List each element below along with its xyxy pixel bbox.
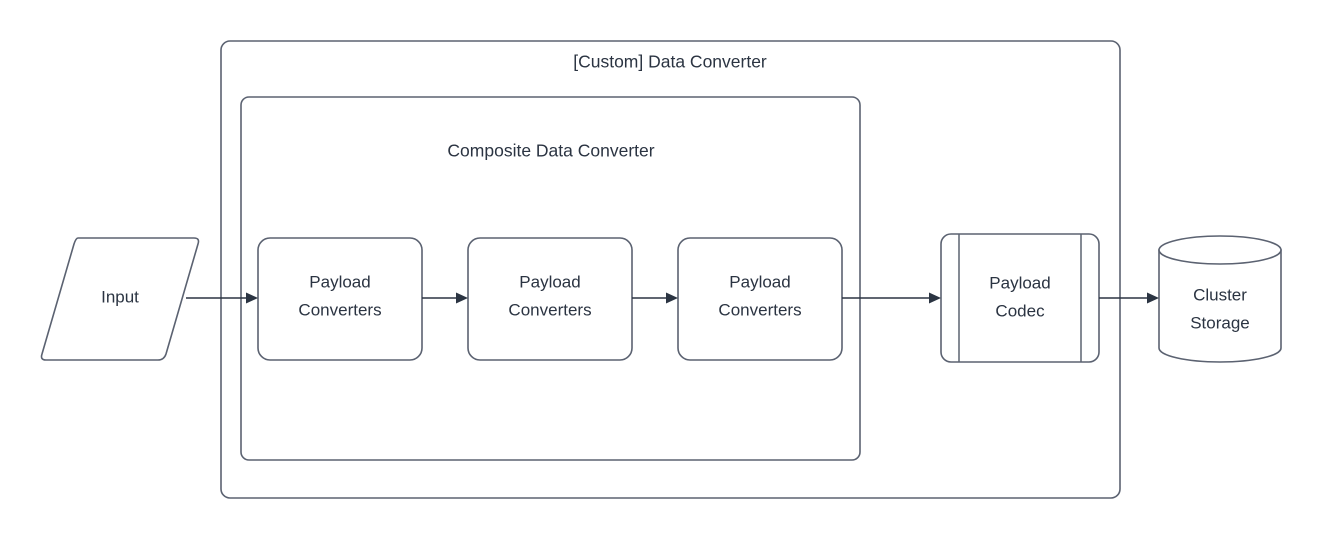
cluster-storage-label-line1: Cluster bbox=[1193, 285, 1247, 304]
composite-data-converter-title: Composite Data Converter bbox=[447, 141, 654, 161]
payload-converters-3-box bbox=[677, 237, 843, 361]
container-custom-data-converter[interactable]: [Custom] Data Converter bbox=[220, 40, 1121, 499]
payload-converters-1-box bbox=[257, 237, 423, 361]
payload-codec-label-line1: Payload bbox=[989, 273, 1050, 292]
node-payload-codec[interactable]: Payload Codec bbox=[940, 233, 1100, 363]
payload-codec-label-line2: Codec bbox=[995, 301, 1045, 320]
payload-converters-1-label-line2: Converters bbox=[298, 300, 381, 319]
edge-pc3-to-codec-arrowhead bbox=[929, 292, 941, 304]
node-input[interactable]: Input bbox=[40, 237, 200, 361]
composite-data-converter-border bbox=[240, 96, 861, 461]
edge-payload-converters-2-to-3[interactable] bbox=[632, 292, 678, 304]
node-cluster-storage[interactable]: Cluster Storage bbox=[1158, 235, 1282, 363]
payload-converters-3-label-line2: Converters bbox=[718, 300, 801, 319]
cluster-storage-label-line2: Storage bbox=[1190, 313, 1250, 332]
payload-converters-3-label-line1: Payload bbox=[729, 272, 790, 291]
edge-payload-converters-1-to-2[interactable] bbox=[422, 292, 468, 304]
edge-codec-to-cluster-storage[interactable] bbox=[1099, 292, 1159, 304]
input-parallelogram bbox=[40, 237, 200, 361]
payload-codec-box bbox=[940, 233, 1100, 363]
payload-converters-2-box bbox=[467, 237, 633, 361]
edge-input-to-pc1-arrowhead bbox=[246, 292, 258, 304]
edge-pc2-to-pc3-arrowhead bbox=[666, 292, 678, 304]
payload-converters-2-label-line1: Payload bbox=[519, 272, 580, 291]
cluster-storage-top-ellipse bbox=[1158, 235, 1282, 265]
input-label: Input bbox=[101, 287, 139, 306]
node-payload-converters-1[interactable]: Payload Converters bbox=[257, 237, 423, 361]
node-payload-converters-3[interactable]: Payload Converters bbox=[677, 237, 843, 361]
custom-data-converter-border bbox=[220, 40, 1121, 499]
edge-input-to-payload-converters-1[interactable] bbox=[186, 292, 258, 304]
edge-payload-converters-3-to-codec[interactable] bbox=[842, 292, 941, 304]
payload-converters-1-label-line1: Payload bbox=[309, 272, 370, 291]
container-composite-data-converter[interactable]: Composite Data Converter bbox=[240, 96, 861, 461]
edge-pc1-to-pc2-arrowhead bbox=[456, 292, 468, 304]
custom-data-converter-title: [Custom] Data Converter bbox=[573, 52, 767, 72]
payload-converters-2-label-line2: Converters bbox=[508, 300, 591, 319]
edge-codec-to-storage-arrowhead bbox=[1147, 292, 1159, 304]
node-payload-converters-2[interactable]: Payload Converters bbox=[467, 237, 633, 361]
cluster-storage-body bbox=[1158, 249, 1282, 363]
